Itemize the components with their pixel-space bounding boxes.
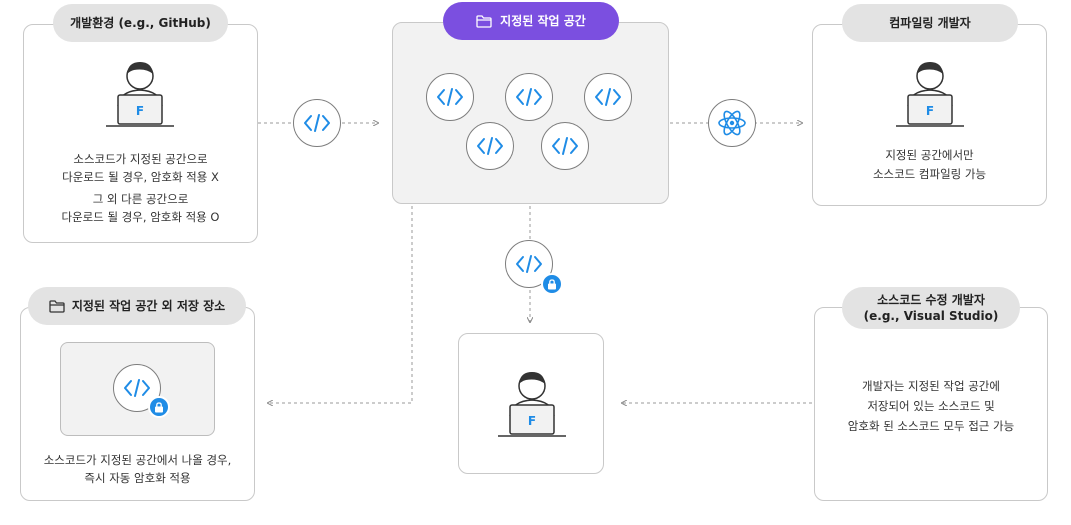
- workspace-code-icon-4: [466, 122, 514, 170]
- modify-dev-title: 소스코드 수정 개발자 (e.g., Visual Studio): [842, 287, 1020, 329]
- outside-storage-title-label: 지정된 작업 공간 외 저장 장소: [71, 299, 226, 313]
- modify-dev-desc-1: 개발자는 지정된 작업 공간에: [862, 379, 1000, 393]
- center-developer-icon: F: [498, 372, 566, 437]
- lock-icon: [541, 273, 563, 295]
- workspace-title-label: 지정된 작업 공간: [500, 14, 586, 28]
- outside-storage-title: 지정된 작업 공간 외 저장 장소: [28, 287, 246, 325]
- outside-storage-desc-2: 즉시 자동 암호화 적용: [84, 471, 191, 485]
- modify-dev-desc-3: 암호화 된 소스코드 모두 접근 가능: [847, 419, 1015, 433]
- dev-env-desc-3: 그 외 다른 공간으로: [92, 192, 189, 206]
- dev-env-desc-2: 다운로드 될 경우, 암호화 적용 X: [62, 170, 219, 184]
- modify-dev-box: [814, 307, 1048, 501]
- workspace-code-icon-5: [541, 122, 589, 170]
- workspace-code-icon-1: [426, 73, 474, 121]
- compile-dev-desc-1: 지정된 공간에서만: [885, 148, 974, 162]
- dev-env-desc-4: 다운로드 될 경우, 암호화 적용 O: [61, 210, 220, 224]
- modify-dev-title-1: 소스코드 수정 개발자: [877, 293, 985, 307]
- developer-laptop-icon: F: [106, 62, 174, 127]
- modify-dev-title-2: (e.g., Visual Studio): [863, 309, 999, 323]
- folder-icon: [476, 14, 492, 28]
- modify-dev-desc-2: 저장되어 있는 소스코드 및: [867, 399, 995, 413]
- outside-storage-desc-1: 소스코드가 지정된 공간에서 나올 경우,: [43, 453, 232, 467]
- source-code-icon: [293, 99, 341, 147]
- dev-env-box: [23, 24, 258, 243]
- svg-text:F: F: [926, 104, 934, 118]
- compile-dev-desc-2: 소스코드 컴파일링 가능: [872, 167, 987, 181]
- compile-dev-title: 컴파일링 개발자: [842, 4, 1018, 42]
- svg-text:F: F: [528, 414, 536, 428]
- storage-lock-icon: [148, 396, 170, 418]
- workspace-title: 지정된 작업 공간: [443, 2, 619, 40]
- dev-env-desc-1: 소스코드가 지정된 공간으로: [73, 152, 208, 166]
- compile-developer-icon: F: [896, 62, 964, 127]
- workspace-code-icon-2: [505, 73, 553, 121]
- svg-text:F: F: [136, 104, 144, 118]
- folder-icon: [49, 299, 65, 313]
- dev-env-title: 개발환경 (e.g., GitHub): [53, 4, 228, 42]
- compile-atom-icon: [708, 99, 756, 147]
- workspace-code-icon-3: [584, 73, 632, 121]
- arrow-workspace-to-storage: [268, 206, 413, 403]
